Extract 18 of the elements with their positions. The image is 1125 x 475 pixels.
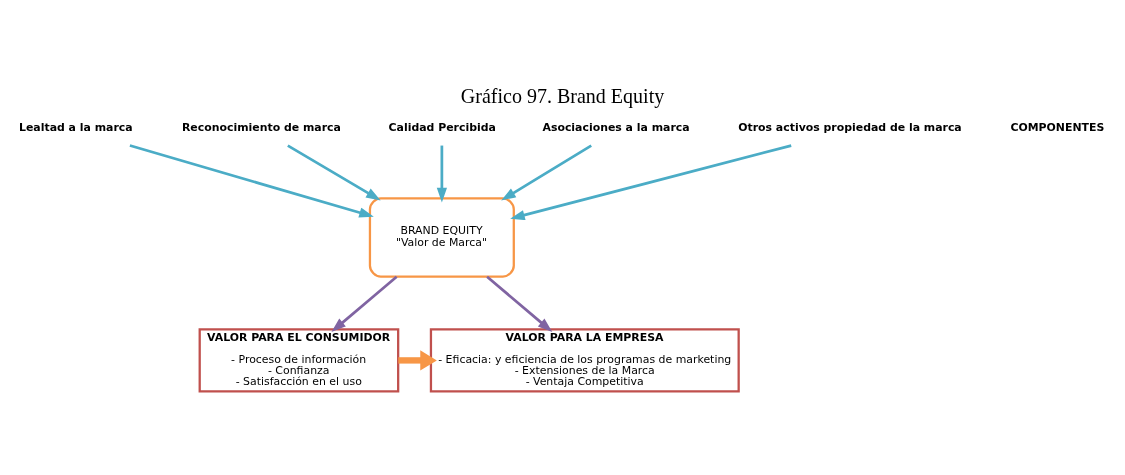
node-box: VALOR PARA LA EMPRESA - Eficacia: y eficiencia de los programas de marketing - Extensiones de la Marca - Ventaja Competitiva — [429, 328, 740, 393]
arrow — [129, 144, 374, 218]
label: COMPONENTES — [1010, 121, 1105, 135]
arrow — [436, 145, 447, 203]
node-box: BRAND EQUITY "Valor de Marca" — [368, 197, 515, 278]
node-text: Lealtad a la marca — [18, 121, 133, 135]
arrow — [486, 275, 553, 332]
node-text: Otros activos propiedad de la marca — [738, 121, 962, 135]
node-text: Asociaciones a la marca — [542, 121, 690, 135]
node-text: Reconocimiento de marca — [181, 121, 341, 135]
diagram-title: Gráfico 97. Brand Equity — [460, 85, 665, 108]
arrow — [501, 144, 592, 201]
arrow — [398, 350, 437, 371]
arrow — [331, 275, 398, 332]
node-box: VALOR PARA EL CONSUMIDOR - Proceso de información - Confianza - Satisfacción en el uso — [198, 328, 400, 393]
arrow — [510, 144, 792, 221]
arrow — [287, 144, 381, 201]
node-text: Calidad Percibida — [388, 121, 496, 135]
